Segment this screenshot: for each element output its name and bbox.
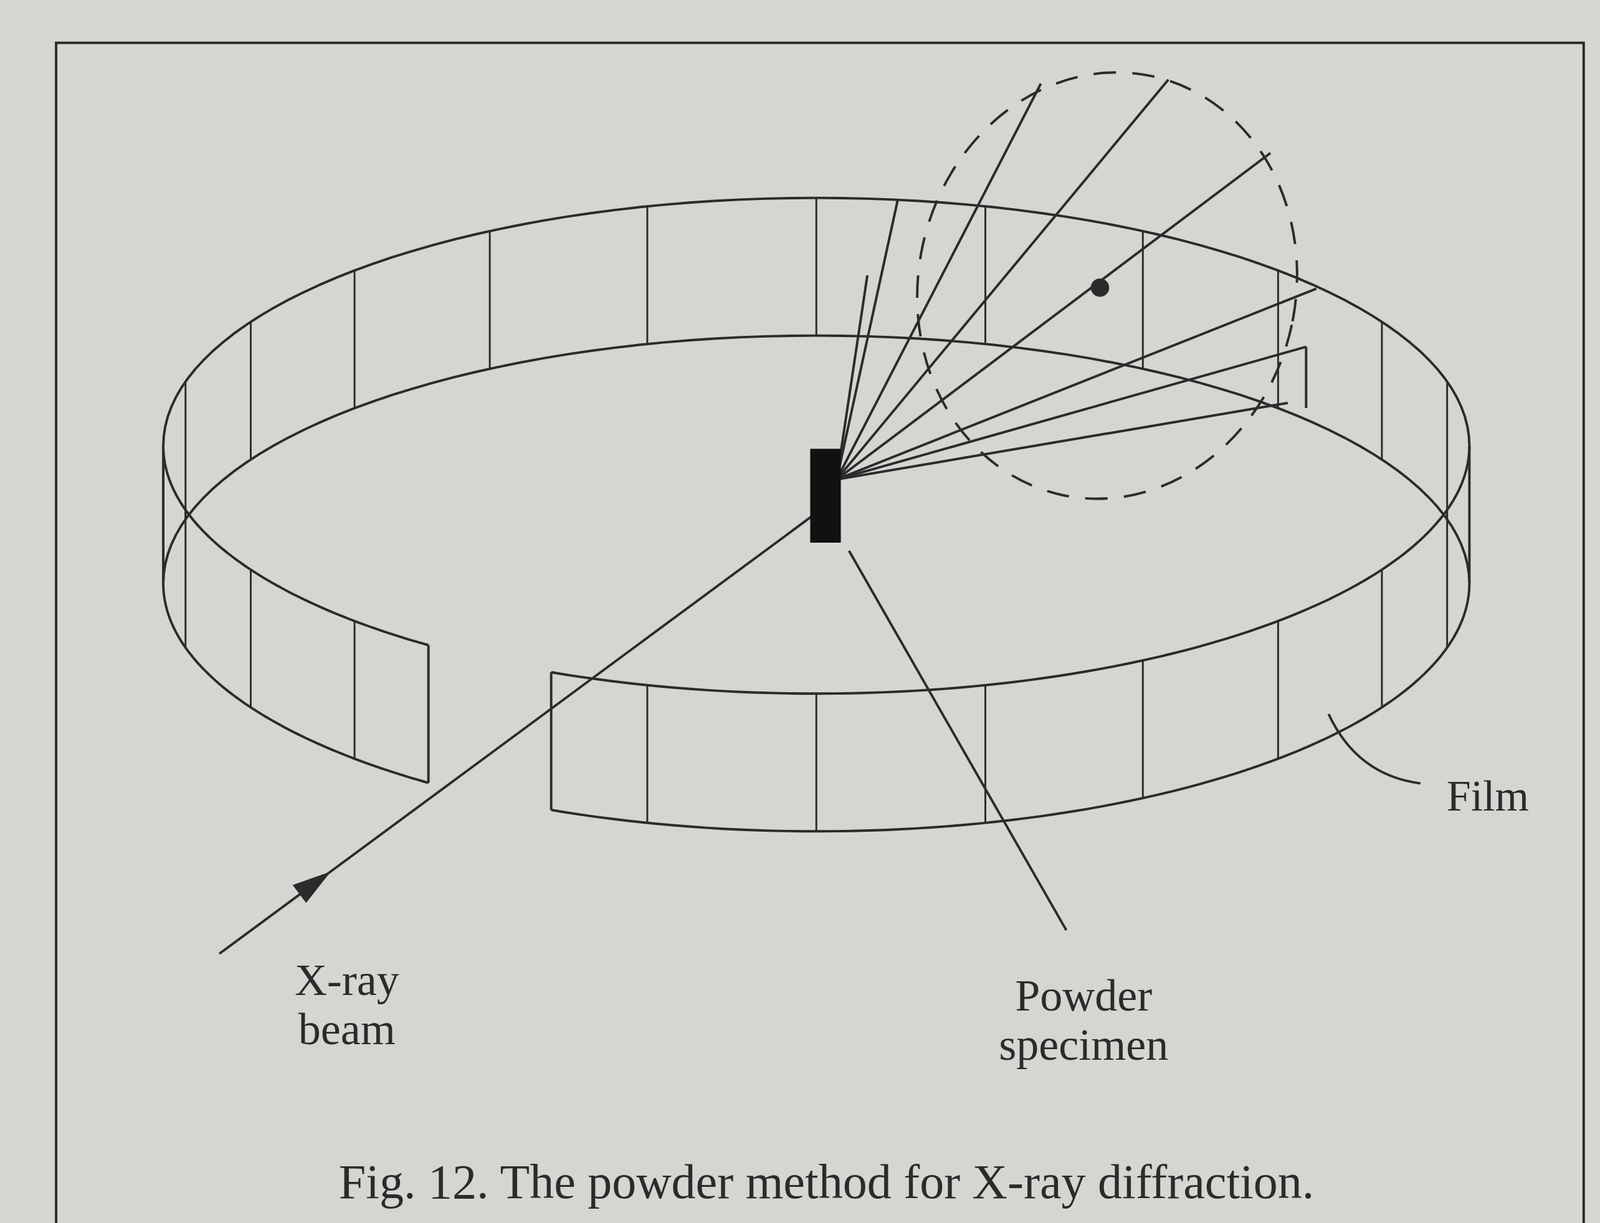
film-segment-line [1142,231,1144,369]
leader-line [1328,714,1420,784]
film-segment-line [1446,509,1448,648]
film-segment-line [1380,569,1383,708]
film-segment-line [1142,660,1144,799]
diffracted-ray [836,198,898,480]
film-segment-line [1446,381,1448,520]
part-label: Film [1425,771,1551,820]
film-segment-line [184,381,187,520]
film-bottom-edge [163,335,1470,584]
figure-frame [56,42,1584,1223]
film-top-edge [163,445,429,645]
powder-specimen [809,448,841,543]
beam-arrowhead [294,872,329,902]
film-bottom-edge [551,583,1470,832]
film-segment-line [489,231,491,369]
diffracted-ray [836,403,1288,480]
film-segment-line [646,685,648,824]
part-label: Powder specimen [946,971,1221,1070]
film-segment-line [1277,621,1280,759]
film-segment-line [1277,270,1280,409]
xray-beam-line [219,507,825,954]
film-spot-mark [1304,347,1308,409]
film-segment-line [353,270,356,409]
diffracted-ray [836,83,1042,480]
film-bottom-edge [163,583,429,783]
leader-line [849,550,1067,931]
film-segment-line [984,685,987,824]
film-segment-line [184,509,187,648]
film-segment-line [249,569,252,708]
film-edge [550,672,553,810]
film-segment-line [815,693,818,832]
figure-caption: Fig. 12. The powder method for X-ray dif… [110,1155,1544,1209]
diffracted-ray [836,347,1306,480]
diffracted-ray [836,288,1317,480]
film-top-edge [551,445,1470,694]
diffracted-ray [836,79,1169,480]
film-edge [427,645,430,784]
film-segment-line [249,322,252,460]
part-label: X-ray beam [262,955,432,1055]
film-segment-line [1380,322,1383,460]
film-segment-line [353,621,356,759]
direct-beam-spot [1090,278,1110,297]
film-top-edge [163,198,1470,447]
diffracted-ray [836,153,1271,480]
film-edge [1467,445,1471,584]
film-edge [161,445,165,584]
film-segment-line [646,206,648,344]
film-segment-line [815,198,818,336]
film-segment-line [984,206,987,344]
